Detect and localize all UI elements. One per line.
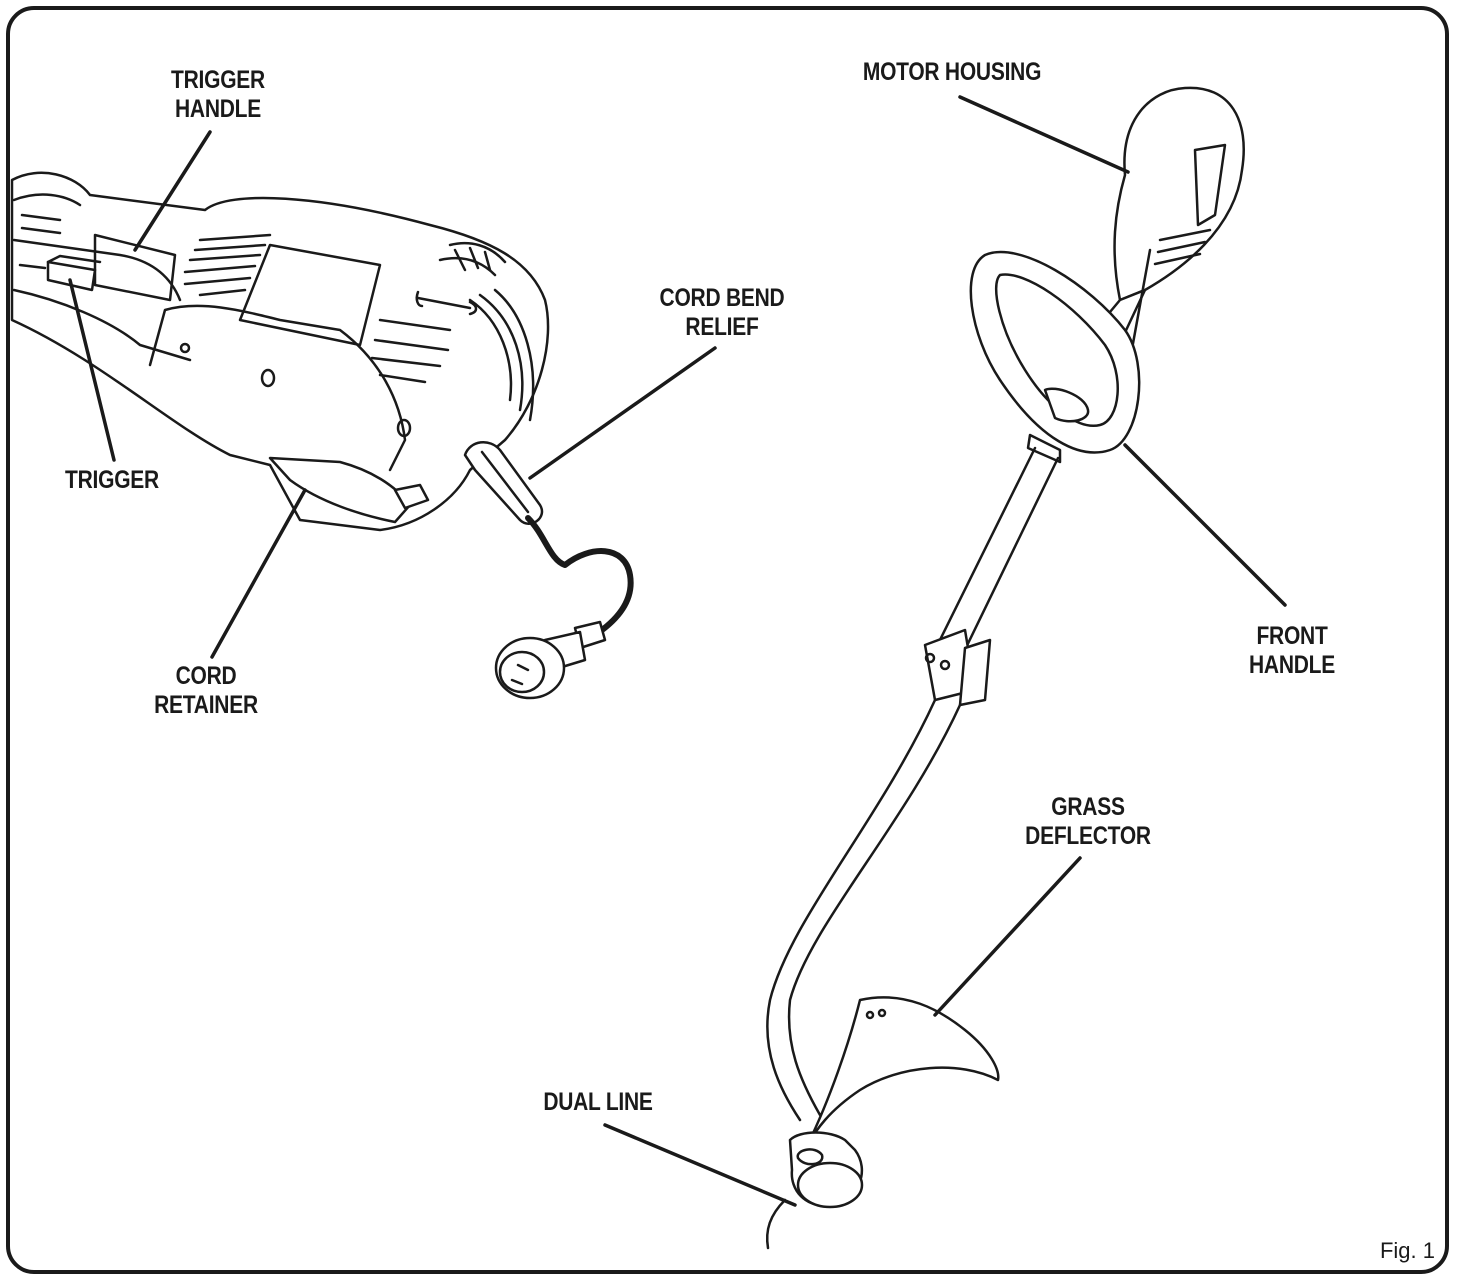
figure-caption: Fig. 1 xyxy=(1379,1238,1435,1263)
label-trigger: TRIGGER xyxy=(65,466,159,494)
trimmer-drawing xyxy=(766,86,1245,1250)
leader-lines xyxy=(68,95,1287,1207)
label-front-handle: FRONT HANDLE xyxy=(1249,622,1335,679)
handle-assembly-drawing xyxy=(10,171,634,700)
label-dual-line: DUAL LINE xyxy=(543,1088,653,1116)
label-grass-deflector: GRASS DEFLECTOR xyxy=(1025,793,1151,850)
label-cord-retainer: CORD RETAINER xyxy=(154,662,258,719)
label-trigger-handle: TRIGGER HANDLE xyxy=(171,66,265,123)
label-cord-bend-relief: CORD BEND RELIEF xyxy=(659,284,785,341)
figure-frame xyxy=(6,6,1449,1274)
label-motor-housing: MOTOR HOUSING xyxy=(862,58,1042,86)
